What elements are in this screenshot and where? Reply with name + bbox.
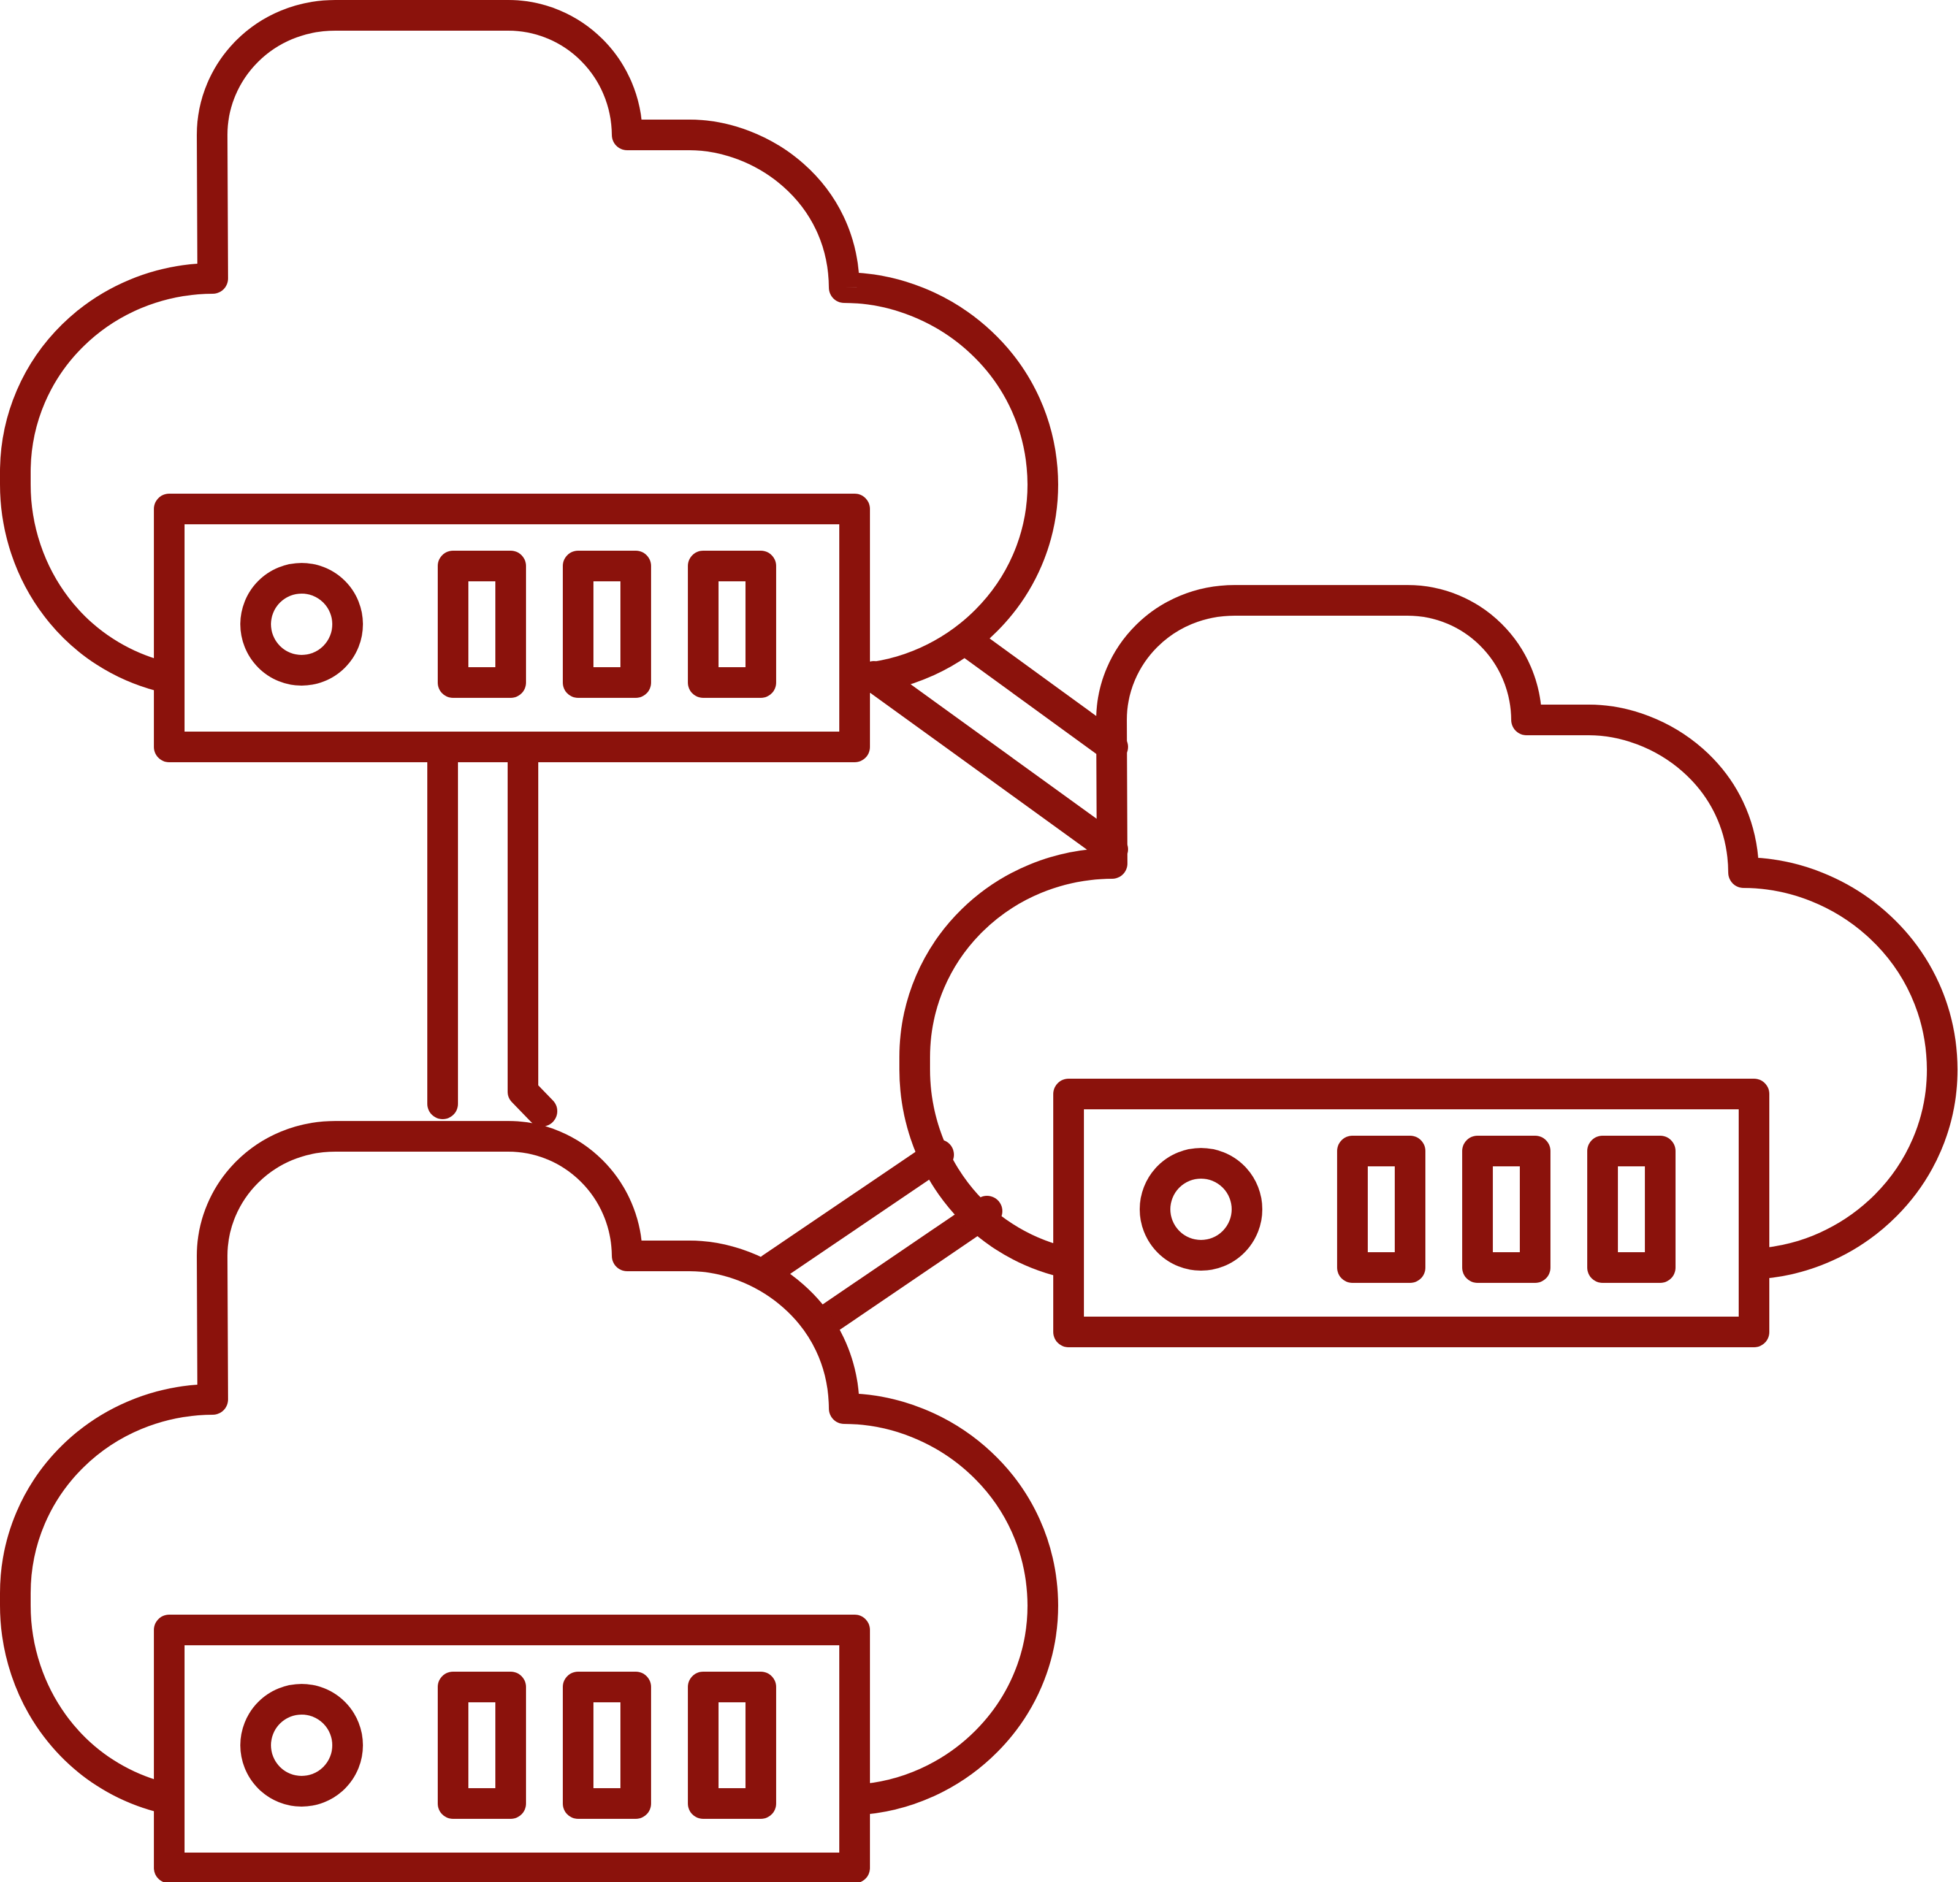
connector-bottom-left-to-right xyxy=(756,1139,1002,1332)
connector-lower-rail xyxy=(817,1196,1002,1332)
cloud-outline xyxy=(899,585,1958,1279)
drive-slot xyxy=(688,551,776,698)
status-indicator-icon xyxy=(240,1684,363,1807)
connector-upper-rail xyxy=(951,625,1128,762)
drive-slot xyxy=(688,1672,776,1819)
cloud-server-top-left xyxy=(0,0,1058,762)
drive-slot xyxy=(1587,1136,1676,1283)
drive-slot xyxy=(438,1672,526,1819)
cloud-outline xyxy=(0,0,1058,694)
server-box xyxy=(154,494,870,762)
cloud-server-bottom-left xyxy=(0,1121,1058,1882)
cloud-server-right xyxy=(899,585,1958,1347)
connector-top-left-to-bottom-left xyxy=(427,732,557,1127)
drive-slot xyxy=(563,551,651,698)
server-box xyxy=(1053,1079,1769,1347)
connector-upper-rail xyxy=(756,1139,954,1283)
drive-slot xyxy=(1337,1136,1425,1283)
connector-top-left-to-right xyxy=(858,625,1128,865)
connector-vertical-rail-right xyxy=(508,732,557,1127)
cloud-outline xyxy=(0,1121,1058,1815)
status-indicator-icon xyxy=(1140,1148,1262,1271)
drive-slot xyxy=(438,551,526,698)
drive-slot xyxy=(1462,1136,1550,1283)
connector-lower-rail xyxy=(858,661,1128,865)
status-indicator-icon xyxy=(240,563,363,686)
drive-slot xyxy=(563,1672,651,1819)
server-box xyxy=(154,1615,870,1882)
